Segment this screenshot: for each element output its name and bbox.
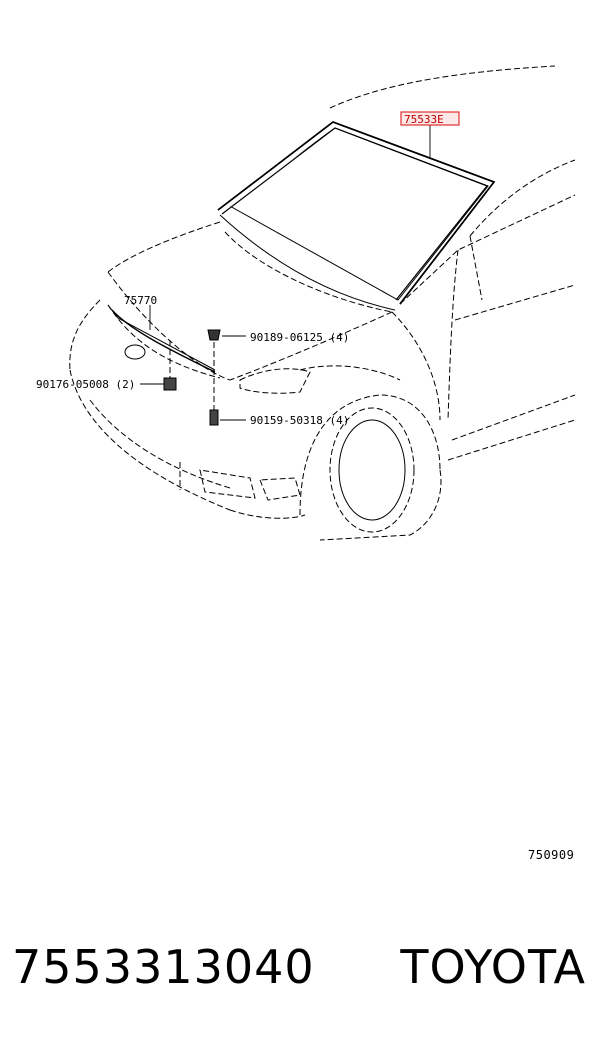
brand-name: TOYOTA [400,940,586,994]
callout-clip-left: 90176-05008 (2) [36,378,135,391]
callout-clip-upper: 90189-06125 (4) [250,331,349,344]
windshield-molding-highlight [400,111,460,126]
callout-screw-lower: 90159-50318 (4) [250,414,349,427]
part-number: 7553313040 [12,940,315,994]
parts-diagram: 75533E 75770 90189-06125 (4) 90176-05008… [36,65,576,541]
diagram-reference-code: 750909 [528,848,575,862]
footer: 7553313040 TOYOTA [0,940,600,1000]
leader-lines [140,124,431,421]
callout-hood-trim: 75770 [124,294,157,307]
callout-windshield-molding: 75533E [404,113,444,126]
car-outline [69,65,576,541]
